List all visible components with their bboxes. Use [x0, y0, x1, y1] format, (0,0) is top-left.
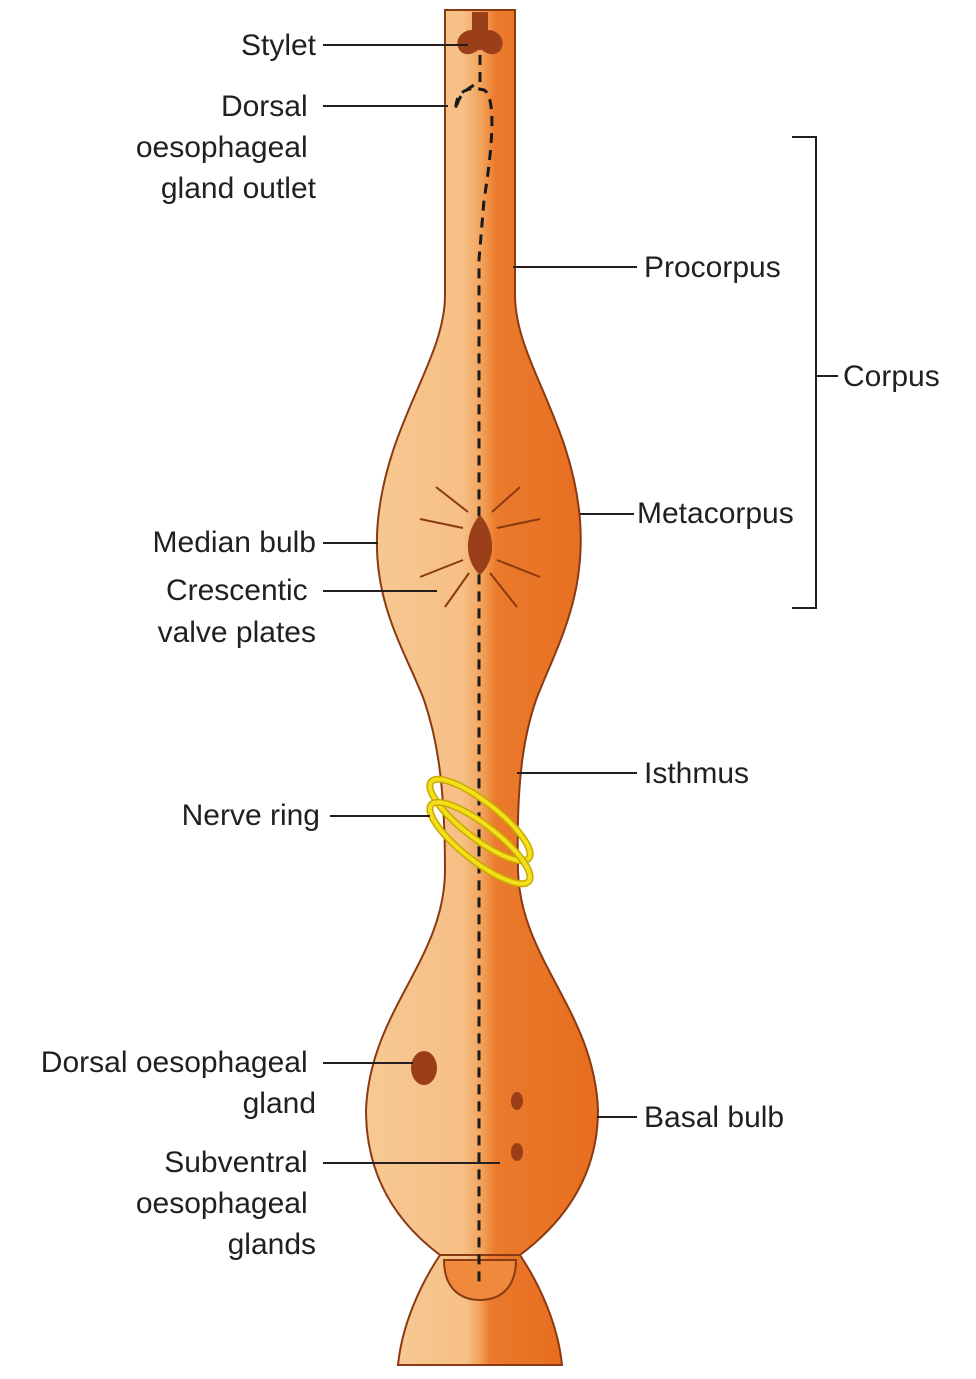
label-isthmus: Isthmus — [644, 757, 749, 790]
label-dorsal-outlet: Dorsal oesophageal gland outlet — [136, 90, 317, 205]
label-subventral: Subventral oesophageal glands — [136, 1146, 316, 1261]
label-median-bulb: Median bulb — [153, 526, 316, 559]
label-stylet: Stylet — [241, 29, 317, 62]
label-crescentic: Crescentic valve plates — [158, 574, 316, 649]
label-corpus: Corpus — [843, 360, 940, 393]
dorsal-oesophageal-gland — [411, 1051, 437, 1085]
label-metacorpus: Metacorpus — [637, 497, 794, 530]
oesophagus-body — [366, 10, 598, 1255]
subventral-gland-upper — [511, 1092, 523, 1110]
label-procorpus: Procorpus — [644, 251, 781, 284]
label-dorsal-gland: Dorsal oesophageal gland — [41, 1046, 316, 1120]
subventral-gland-lower — [511, 1143, 523, 1161]
label-basal-bulb: Basal bulb — [644, 1101, 784, 1134]
label-nerve-ring: Nerve ring — [182, 799, 320, 832]
corpus-bracket — [792, 137, 838, 608]
